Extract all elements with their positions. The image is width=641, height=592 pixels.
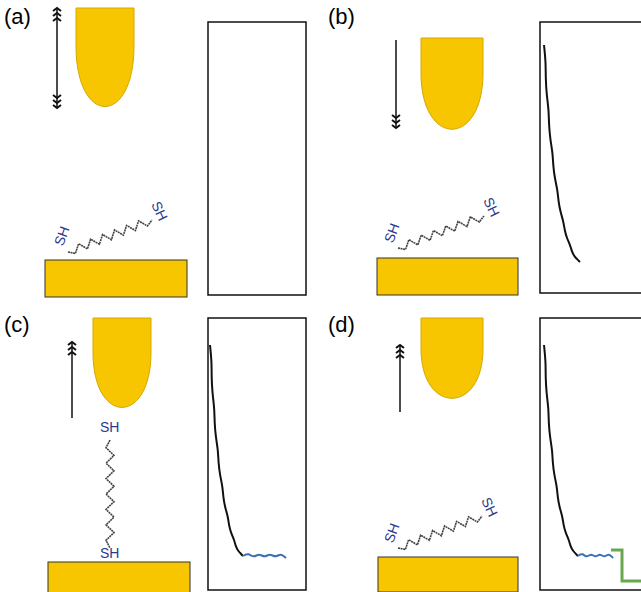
chevron bbox=[53, 8, 61, 11]
thiol-group: SH bbox=[52, 224, 72, 247]
conductance-trace bbox=[544, 45, 580, 262]
chevron bbox=[396, 350, 404, 353]
chevron bbox=[68, 347, 76, 350]
thiol-group: SH bbox=[382, 221, 402, 244]
thiol-group: SH bbox=[382, 521, 402, 544]
gold-substrate bbox=[45, 260, 187, 297]
panel-label: (a) bbox=[4, 6, 31, 28]
gold-tip bbox=[76, 8, 134, 107]
gold-substrate bbox=[377, 258, 518, 295]
panel-label: (d) bbox=[328, 314, 355, 336]
chevron bbox=[53, 13, 61, 16]
gold-tip bbox=[93, 318, 151, 407]
alkane-chain bbox=[398, 516, 482, 549]
chevron bbox=[53, 18, 61, 21]
chevron bbox=[53, 95, 61, 98]
thiol-group: SH bbox=[481, 195, 502, 219]
chevron bbox=[392, 120, 400, 123]
thiol-group: SH bbox=[100, 420, 119, 434]
chevron bbox=[396, 345, 404, 348]
panel-label: (b) bbox=[328, 6, 355, 28]
molecular-plateau bbox=[243, 554, 286, 558]
plot-frame bbox=[208, 318, 306, 590]
plot-frame bbox=[540, 318, 641, 590]
alkane-chain bbox=[106, 440, 114, 548]
alkane-chain bbox=[68, 220, 152, 253]
gold-tip bbox=[421, 38, 483, 129]
thiol-group: SH bbox=[100, 546, 119, 560]
motion-arrow bbox=[56, 8, 58, 108]
gold-substrate bbox=[48, 562, 190, 592]
chevron bbox=[392, 115, 400, 118]
chevron bbox=[53, 105, 61, 108]
thiol-group: SH bbox=[149, 199, 170, 223]
chevron bbox=[392, 125, 400, 128]
thiol-group: SH bbox=[479, 495, 500, 519]
gold-tip bbox=[421, 318, 483, 398]
chevron bbox=[68, 342, 76, 345]
chevron bbox=[68, 352, 76, 355]
chevron bbox=[396, 355, 404, 358]
conductance-trace bbox=[210, 345, 243, 556]
motion-arrow bbox=[395, 40, 397, 128]
plot-frame bbox=[540, 22, 641, 293]
gold-substrate bbox=[378, 557, 518, 592]
rupture-step bbox=[611, 550, 641, 581]
panel-label: (c) bbox=[4, 314, 30, 336]
conductance-trace bbox=[544, 345, 578, 556]
chevron bbox=[53, 100, 61, 103]
plot-frame bbox=[208, 22, 306, 295]
molecular-plateau bbox=[578, 554, 613, 558]
alkane-chain bbox=[398, 216, 484, 249]
